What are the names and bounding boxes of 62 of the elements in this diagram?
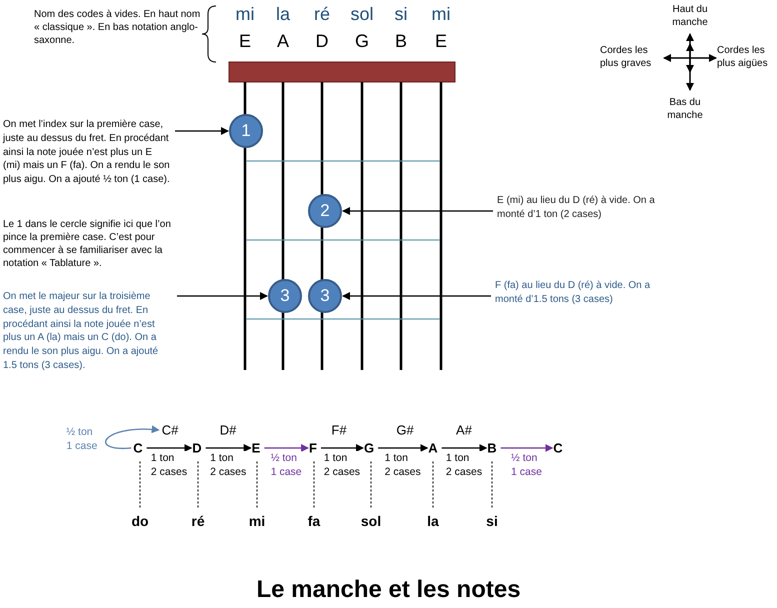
arrow	[105, 426, 160, 449]
string-name: E	[434, 30, 448, 53]
solfege-name: ré	[191, 513, 205, 529]
solfege-name: la	[427, 513, 439, 529]
solfege-name: sol	[360, 513, 382, 529]
string-name: mi	[234, 3, 256, 26]
string-name: la	[274, 3, 291, 26]
annotation-text: On met le majeur sur la troisième case, juste au dessus du fret. En procédant ainsi la note jouée n’est plus un A (la) mais un C (do). On a rendu le son plus aigu. On a ajouté 1.5 tons (3 cases).	[3, 290, 173, 373]
string-name: sol	[349, 3, 374, 26]
arrow	[177, 292, 268, 300]
sharp-note-name: F#	[331, 422, 347, 438]
dotted-line	[370, 461, 372, 510]
note-name: A	[428, 440, 438, 456]
string-name: ré	[312, 3, 331, 26]
note-name: B	[487, 440, 497, 456]
string-name: A	[276, 30, 290, 53]
note-text: Le 1 dans le cercle signifie ici que l’on pince la première case. C’est pour commencer à se familiariser avec la notation « Tablature ».	[3, 218, 172, 270]
annotation-text: E (mi) au lieu du D (ré) à vide. On a monté d’1 ton (2 cases)	[497, 194, 669, 222]
note-name: G	[364, 440, 374, 456]
sharp-note-name: C#	[162, 422, 178, 438]
note-name: D	[192, 440, 202, 456]
finger-circle: 3	[308, 279, 342, 313]
finger-circle: 2	[308, 194, 342, 228]
arrow	[342, 292, 491, 300]
solfege-name: fa	[308, 513, 320, 529]
arrow	[146, 444, 192, 452]
arrow	[175, 127, 229, 135]
arrow	[320, 444, 364, 452]
arrow	[206, 444, 252, 452]
dotted-line	[256, 461, 258, 510]
annotation-text: F (fa) au lieu du D (ré) à vide. On a monté d’1.5 tons (3 cases)	[495, 279, 675, 307]
string-name: D	[314, 30, 330, 53]
solfege-name: si	[486, 513, 498, 529]
finger-circle: 3	[268, 279, 302, 313]
note-name: E	[252, 440, 260, 456]
direction-label: Bas du manche	[666, 96, 704, 122]
solfege-name: do	[131, 513, 149, 529]
arrow	[342, 207, 493, 215]
finger-circle: 1	[229, 114, 263, 148]
annotation-text: On met l’index sur la première case, juste au dessus du fret. En procédant ainsi la note jouée n’est plus un E (mi) mais un F (fa). On a rendu le son plus aigu. On a ajouté ½ ton (1 case).	[3, 118, 171, 187]
sharp-note-name: A#	[456, 422, 472, 438]
string-name: si	[394, 3, 408, 26]
note-name: C	[553, 440, 563, 456]
string-name: E	[238, 30, 252, 53]
arrow	[442, 444, 488, 452]
note-text: Nom des codes à vides. En haut nom « classique ». En bas notation anglo-saxonne.	[34, 8, 202, 47]
sharp-note-name: G#	[396, 422, 414, 438]
string-name: mi	[430, 3, 452, 26]
string-name: G	[354, 30, 370, 53]
direction-label: Cordes les plus graves	[600, 44, 652, 70]
solfege-name: mi	[248, 513, 266, 529]
arrow	[500, 444, 554, 452]
note-name: C	[133, 440, 143, 456]
direction-label: Cordes les plus aigües	[717, 44, 769, 70]
arrow	[264, 444, 310, 452]
note-name: F	[309, 440, 317, 456]
arrow	[378, 444, 428, 452]
direction-label: Haut du manche	[671, 3, 709, 29]
dotted-line	[432, 461, 434, 510]
sharp-note-name: D#	[220, 422, 236, 438]
diagram-title: Le manche et les notes	[255, 576, 522, 604]
string-name: B	[394, 30, 408, 53]
